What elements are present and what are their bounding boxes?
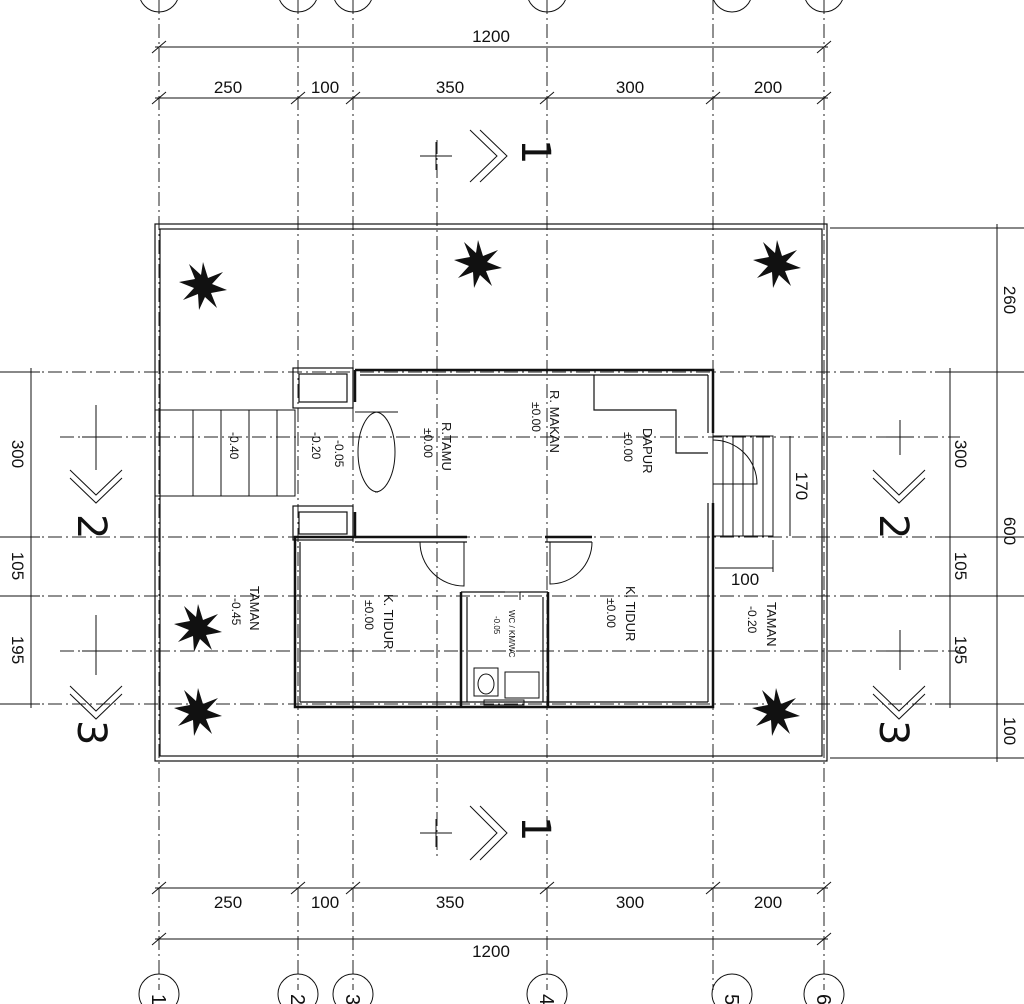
dim-left-3: 195 (8, 636, 27, 664)
tree-icon (174, 604, 222, 652)
section-marker-3-left: 3 (68, 615, 123, 745)
tree-icon (753, 240, 801, 288)
level-porch: -0.05 (332, 440, 346, 468)
grid-lines-horizontal (0, 371, 1024, 705)
room-level-k-tidur-2: ±0.00 (604, 598, 618, 628)
axis-bubbles-bottom: 1 2 3 4 5 6 (138, 973, 845, 1004)
dim-bottom-seg-3: 350 (436, 893, 464, 912)
dim-right-inner-3: 195 (951, 636, 970, 664)
dim-bottom-seg-1: 250 (214, 893, 242, 912)
room-name-k-tidur-1: K. TIDUR (381, 594, 396, 649)
room-name-wc: WC / KM/WC (507, 610, 516, 658)
dim-bottom-seg-2: 100 (311, 893, 339, 912)
dim-right-outer-260: 260 (1000, 286, 1019, 314)
dim-bottom-seg-4: 300 (616, 893, 644, 912)
axis-label-2: 2 (286, 994, 308, 1004)
axis-label-6: 6 (812, 994, 834, 1004)
section-marker-1-top: 1 (420, 129, 558, 183)
dimension-bottom: 250 100 350 300 200 1200 (151, 881, 832, 961)
room-name-r-makan: R. MAKAN (547, 390, 562, 453)
room-name-r-tamu: R.TAMU (439, 422, 454, 471)
section-label-2-left: 2 (68, 514, 114, 539)
dim-top-seg-1: 250 (214, 78, 242, 97)
room-level-wc: -0.05 (492, 616, 501, 635)
room-name-taman-left: TAMAN (247, 586, 262, 631)
room-level-taman-right: -0.20 (745, 606, 759, 634)
tree-icon (454, 240, 502, 288)
axis-label-1: 1 (147, 994, 169, 1004)
section-marker-2-right: 2 (870, 420, 926, 539)
dim-stair-offset: 100 (731, 570, 759, 589)
dim-left-2: 105 (8, 552, 27, 580)
building-walls (292, 367, 715, 709)
section-label-3-left: 3 (68, 720, 114, 745)
back-steps: 170 100 (712, 435, 811, 589)
axis-label-4: 4 (535, 994, 557, 1004)
dim-top-seg-5: 200 (754, 78, 782, 97)
dim-stair-width: 170 (792, 472, 811, 500)
room-name-k-tidur-2: K. TIDUR (623, 586, 638, 641)
section-marker-2-left: 2 (68, 405, 123, 539)
room-level-r-tamu: ±0.00 (421, 428, 435, 458)
section-marker-3-right: 3 (870, 630, 926, 745)
tree-icon (179, 262, 227, 310)
dimension-top: 1200 250 100 350 300 200 (151, 27, 832, 105)
dim-right-overall: 600 (1000, 517, 1019, 545)
room-name-taman-right: TAMAN (764, 602, 779, 647)
tree-icons (174, 240, 801, 736)
dim-top-seg-2: 100 (311, 78, 339, 97)
wc-fixtures (473, 667, 540, 706)
section-label-2-right: 2 (870, 514, 916, 539)
dimension-right: 300 105 195 260 600 100 (830, 224, 1024, 762)
dim-top-seg-4: 300 (616, 78, 644, 97)
section-cut-lines (60, 140, 960, 860)
section-label-1-bottom: 1 (512, 816, 558, 841)
level-step-inner: -0.20 (309, 432, 323, 460)
dim-top-overall: 1200 (472, 27, 510, 46)
room-name-dapur: DAPUR (640, 428, 655, 474)
dim-bottom-overall: 1200 (472, 942, 510, 961)
level-step-outer: -0.40 (227, 432, 241, 460)
dim-left-1: 300 (8, 440, 27, 468)
room-level-dapur: ±0.00 (621, 432, 635, 462)
doors (355, 411, 758, 600)
dim-right-inner-2: 105 (951, 552, 970, 580)
dim-right-outer-100: 100 (1000, 717, 1019, 745)
section-label-3-right: 3 (870, 720, 916, 745)
tree-icon (174, 688, 222, 736)
room-labels: R.TAMU ±0.00 R. MAKAN ±0.00 DAPUR ±0.00 … (227, 390, 779, 658)
grid-lines-vertical (158, 0, 825, 990)
axis-label-5: 5 (720, 994, 742, 1004)
dim-right-inner-1: 300 (951, 440, 970, 468)
axis-label-3: 3 (341, 994, 363, 1004)
room-level-r-makan: ±0.00 (529, 402, 543, 432)
room-level-k-tidur-1: ±0.00 (362, 600, 376, 630)
axis-bubbles-top (140, 0, 843, 13)
site-boundary (154, 223, 828, 762)
section-label-1-top: 1 (512, 139, 558, 164)
section-marker-1-bottom: 1 (420, 805, 558, 861)
dim-bottom-seg-5: 200 (754, 893, 782, 912)
room-level-taman-left: -0.45 (229, 598, 243, 626)
tree-icon (752, 688, 800, 736)
dimension-left: 300 105 195 (0, 368, 40, 708)
entry-steps (154, 409, 296, 497)
dim-top-seg-3: 350 (436, 78, 464, 97)
